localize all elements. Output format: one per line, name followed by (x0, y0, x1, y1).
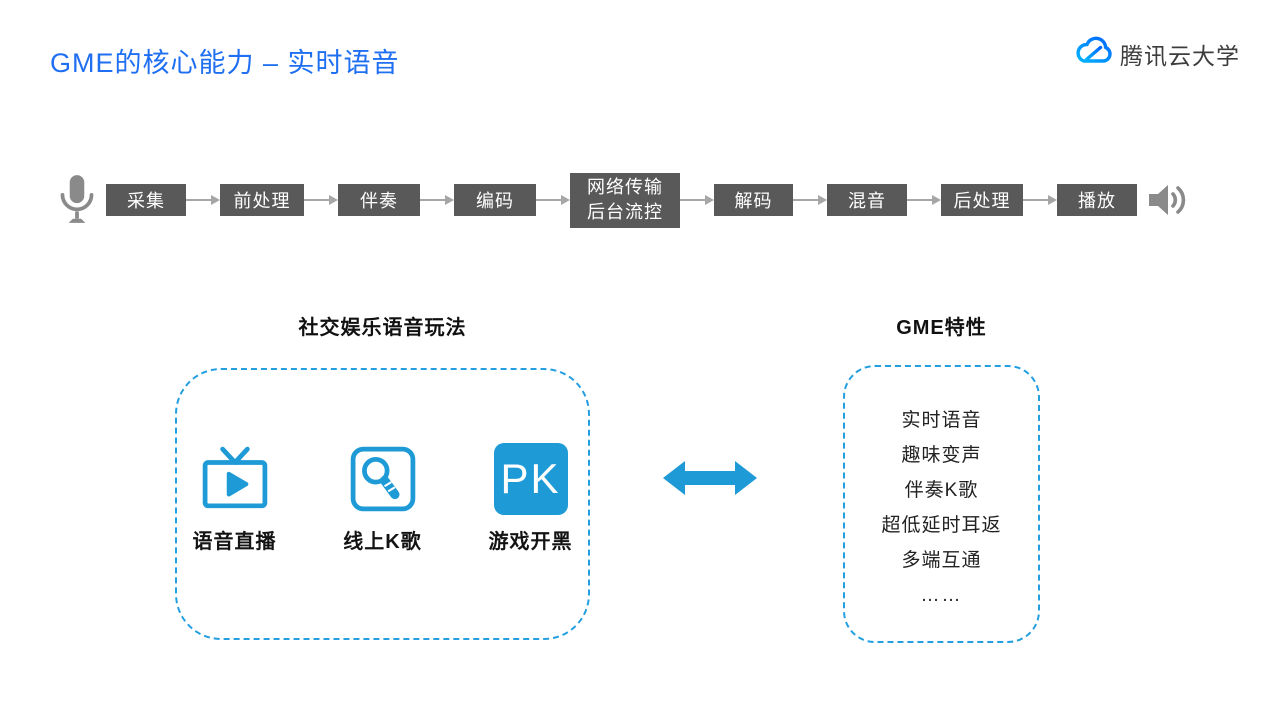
flow-step-mix: 混音 (827, 184, 907, 216)
flow-step-label: 解码 (734, 191, 773, 211)
flow-step-label: 后处理 (953, 191, 1011, 211)
flow-arrow-icon (536, 195, 570, 205)
flow-step-decode: 解码 (714, 184, 793, 216)
feature-item-ellipsis: …… (920, 585, 963, 606)
flow-step-label: 播放 (1078, 191, 1116, 211)
flow-arrow-icon (420, 195, 454, 205)
tv-play-icon (202, 442, 268, 516)
feature-item: 伴奏K歌 (904, 480, 979, 501)
scenarios-panel: 语音直播 线上K歌 PK 游戏开黑 (175, 368, 590, 640)
flow-step-label-line1: 网络传输 (587, 177, 663, 197)
flow-step-postprocess: 后处理 (941, 184, 1023, 216)
flow-step-preprocess: 前处理 (220, 184, 304, 216)
flow-step-capture: 采集 (106, 184, 186, 216)
feature-item: 实时语音 (901, 410, 982, 431)
features-panel: 实时语音 趣味变声 伴奏K歌 超低延时耳返 多端互通 …… (843, 365, 1040, 643)
scenario-label: 游戏开黑 (488, 531, 573, 553)
flow-arrow-icon (1023, 195, 1057, 205)
scenario-game-team: PK 游戏开黑 (485, 442, 577, 638)
flow-arrow-icon (907, 195, 941, 205)
feature-item: 趣味变声 (901, 445, 982, 466)
tencent-cloud-icon (1074, 36, 1114, 71)
flow-arrow-icon (793, 195, 827, 205)
flow-step-label-line2: 后台流控 (587, 202, 663, 222)
flow-arrow-icon (304, 195, 338, 205)
flow-arrow-icon (680, 195, 714, 205)
scenario-label: 线上K歌 (343, 531, 422, 553)
scenario-label: 语音直播 (192, 531, 277, 553)
flow-step-label: 前处理 (233, 191, 291, 211)
flow-arrow-icon (186, 195, 220, 205)
speaker-icon (1147, 181, 1191, 219)
brand-logo: 腾讯云大学 (1074, 36, 1240, 71)
scenario-online-karaoke: 线上K歌 (337, 442, 429, 638)
flow-step-label: 伴奏 (360, 191, 398, 211)
pk-badge-text: PK (493, 443, 568, 515)
flow-step-label: 采集 (127, 191, 165, 211)
flow-step-network: 网络传输 后台流控 (570, 172, 680, 228)
flow-step-label: 编码 (476, 191, 514, 211)
flow-step-accompaniment: 伴奏 (338, 184, 420, 216)
pk-badge-icon: PK (493, 442, 568, 516)
page-title: GME的核心能力 – 实时语音 (50, 48, 400, 78)
scenario-voice-live: 语音直播 (189, 442, 281, 638)
feature-item: 多端互通 (901, 550, 982, 571)
microphone-icon (58, 173, 96, 227)
flow-step-encode: 编码 (454, 184, 536, 216)
karaoke-mic-icon (350, 442, 416, 516)
scenarios-heading: 社交娱乐语音玩法 (298, 317, 467, 339)
flow-step-label: 混音 (848, 191, 886, 211)
flow-step-playback: 播放 (1057, 184, 1137, 216)
double-arrow-icon (663, 459, 757, 502)
brand-logo-text: 腾讯云大学 (1120, 42, 1240, 69)
features-heading: GME特性 (896, 317, 987, 339)
audio-pipeline: 采集 前处理 伴奏 编码 网络传输 后台流控 解码 混音 后处理 播放 (58, 171, 1218, 229)
feature-item: 超低延时耳返 (881, 515, 1002, 536)
